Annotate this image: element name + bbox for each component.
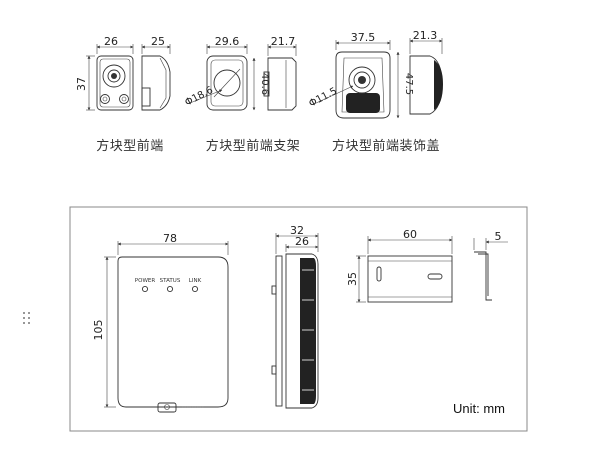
drag-handle-icon[interactable] [23, 312, 33, 326]
led-label-power: POWER [135, 278, 156, 284]
bracket-height-label: 40.6 [259, 73, 270, 95]
bracket-diameter-label: Φ18.6 [183, 85, 215, 109]
front-end-caption: 方块型前端 [96, 138, 164, 154]
cover-caption: 方块型前端装饰盖 [332, 138, 440, 154]
front-end-module-drawing: 26 37 25 方块型前端 [75, 35, 171, 154]
device-height-label: 105 [92, 320, 105, 341]
device-side-drawing: 32 26 [271, 224, 319, 409]
bottom-panel-frame [69, 206, 528, 432]
rail-end-width-label: 5 [495, 230, 502, 243]
cover-width-label: 37.5 [351, 31, 376, 44]
front-end-width-label: 26 [104, 35, 118, 48]
bracket-drawing: Φ18.6 29.6 21.7 40.6 方块型前端支架 [183, 35, 300, 154]
device-front-drawing: POWER STATUS LINK 78 105 [92, 232, 229, 413]
cover-diameter-label: Φ11.5 [307, 86, 339, 110]
front-end-depth-label: 25 [151, 35, 165, 48]
led-label-status: STATUS [160, 278, 181, 284]
bracket-depth-label: 21.7 [271, 35, 296, 48]
side-outer-depth-label: 32 [290, 224, 304, 237]
bracket-width-label: 29.6 [215, 35, 240, 48]
led-label-link: LINK [189, 278, 202, 284]
front-end-height-label: 37 [75, 77, 88, 91]
din-rail-drawing: 60 35 [346, 228, 453, 303]
cover-height-label: 47.5 [403, 73, 414, 95]
din-rail-end-drawing: 5 [473, 230, 508, 301]
unit-label: Unit: mm [453, 401, 505, 416]
rail-length-label: 60 [403, 228, 417, 241]
bracket-caption: 方块型前端支架 [206, 138, 301, 154]
cover-drawing: Φ11.5 37.5 47.5 21.3 方块型前端装饰盖 [307, 29, 443, 154]
device-width-label: 78 [163, 232, 177, 245]
rail-height-label: 35 [346, 272, 359, 286]
side-inner-depth-label: 26 [295, 235, 309, 248]
cover-depth-label: 21.3 [413, 29, 438, 42]
